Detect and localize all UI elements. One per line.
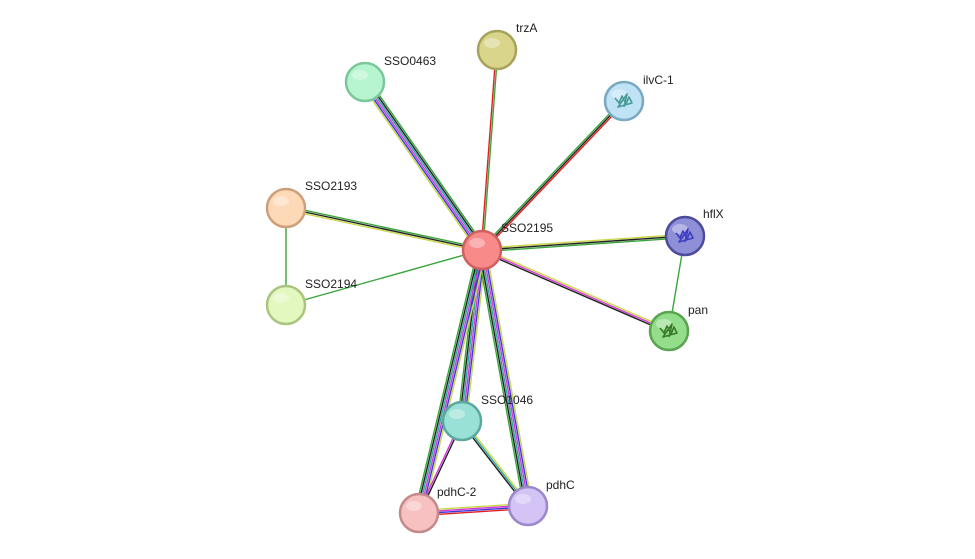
edge-SSO2195-SSO2193[interactable] xyxy=(285,205,483,253)
node-highlight xyxy=(469,238,485,248)
edge-evidence-line xyxy=(482,50,499,251)
edge-evidence-line xyxy=(481,250,669,334)
edges-layer xyxy=(285,49,686,517)
node-SSO2195[interactable]: SSO2195 xyxy=(461,221,553,271)
edge-evidence-line xyxy=(480,49,497,250)
node-label: hflX xyxy=(703,207,724,221)
edge-evidence-line xyxy=(480,99,624,250)
edge-evidence-line xyxy=(481,233,685,250)
edge-evidence-line xyxy=(415,249,481,513)
edge-evidence-line xyxy=(419,250,484,514)
node-circle[interactable] xyxy=(344,61,386,103)
edge-SSO2195-SSO0463[interactable] xyxy=(360,79,487,253)
node-highlight xyxy=(515,494,531,504)
node-pan[interactable]: pan xyxy=(648,303,708,352)
node-circle[interactable] xyxy=(398,492,440,534)
edge-evidence-line xyxy=(285,208,482,253)
node-trzA[interactable]: trzA xyxy=(476,21,537,71)
node-circle[interactable] xyxy=(265,284,307,326)
node-highlight xyxy=(406,501,422,511)
edge-evidence-line xyxy=(422,250,487,515)
node-circle[interactable] xyxy=(476,29,518,71)
edge-SSO2195-SSO2194[interactable] xyxy=(285,249,483,306)
edge-evidence-line xyxy=(360,84,480,253)
node-pdhC[interactable]: pdhC xyxy=(507,478,575,527)
node-label: SSO1046 xyxy=(481,393,533,407)
edge-SSO2195-hflX[interactable] xyxy=(481,233,686,253)
edge-evidence-line xyxy=(286,205,483,250)
node-label: ilvC-1 xyxy=(643,73,674,87)
edge-evidence-line xyxy=(285,249,483,306)
edge-evidence-line xyxy=(285,207,483,251)
edge-evidence-line xyxy=(367,79,487,248)
protein-structure-icon xyxy=(659,323,678,338)
node-highlight xyxy=(352,70,368,80)
edge-SSO2195-trzA[interactable] xyxy=(480,49,499,251)
node-label: pdhC xyxy=(546,478,575,492)
edge-evidence-line xyxy=(366,80,485,249)
node-SSO0463[interactable]: SSO0463 xyxy=(344,54,436,103)
node-pdhC-2[interactable]: pdhC-2 xyxy=(398,485,477,534)
edge-SSO2195-pdhC[interactable] xyxy=(477,249,533,507)
node-label: SSO2194 xyxy=(305,277,357,291)
node-circle[interactable] xyxy=(265,187,307,229)
node-circle[interactable] xyxy=(507,485,549,527)
protein-structure-icon xyxy=(614,93,633,108)
edge-evidence-line xyxy=(417,249,482,513)
node-highlight xyxy=(273,293,289,303)
edge-evidence-line xyxy=(414,248,479,513)
node-circle[interactable] xyxy=(461,229,503,271)
edge-evidence-line xyxy=(362,83,481,252)
node-SSO1046[interactable]: SSO1046 xyxy=(441,393,533,442)
edge-evidence-line xyxy=(483,249,532,506)
node-label: SSO0463 xyxy=(384,54,436,68)
node-label: SSO2195 xyxy=(501,221,553,235)
edge-evidence-line xyxy=(481,249,670,332)
node-ilvC-1[interactable]: ilvC-1 xyxy=(603,73,674,122)
node-SSO2193[interactable]: SSO2193 xyxy=(265,179,357,229)
edge-evidence-line xyxy=(482,101,626,252)
edge-evidence-line xyxy=(480,250,528,507)
node-highlight xyxy=(273,196,289,206)
edge-evidence-line xyxy=(482,236,686,253)
protein-structure-icon xyxy=(675,228,694,243)
edge-SSO2195-ilvC-1[interactable] xyxy=(480,99,626,252)
edge-evidence-line xyxy=(478,250,527,507)
edge-evidence-line xyxy=(481,235,686,251)
node-hflX[interactable]: hflX xyxy=(664,207,724,257)
node-label: SSO2193 xyxy=(305,179,357,193)
node-highlight xyxy=(449,409,465,419)
edge-SSO2195-pan[interactable] xyxy=(481,247,670,334)
edge-evidence-line xyxy=(482,249,530,506)
node-highlight xyxy=(484,38,500,48)
node-SSO2194[interactable]: SSO2194 xyxy=(265,277,357,326)
edge-evidence-line xyxy=(463,250,486,422)
edge-evidence-line xyxy=(477,250,525,507)
node-label: pdhC-2 xyxy=(437,485,477,499)
edge-evidence-line xyxy=(485,249,533,506)
edge-evidence-line xyxy=(363,82,482,251)
node-label: trzA xyxy=(516,21,537,35)
edge-evidence-line xyxy=(365,81,484,250)
edge-evidence-line xyxy=(482,247,670,331)
node-circle[interactable] xyxy=(441,400,483,442)
edge-evidence-line xyxy=(481,100,625,251)
node-label: pan xyxy=(688,303,708,317)
edge-evidence-line xyxy=(420,250,486,514)
edge-SSO2195-pdhC-2[interactable] xyxy=(414,248,487,515)
